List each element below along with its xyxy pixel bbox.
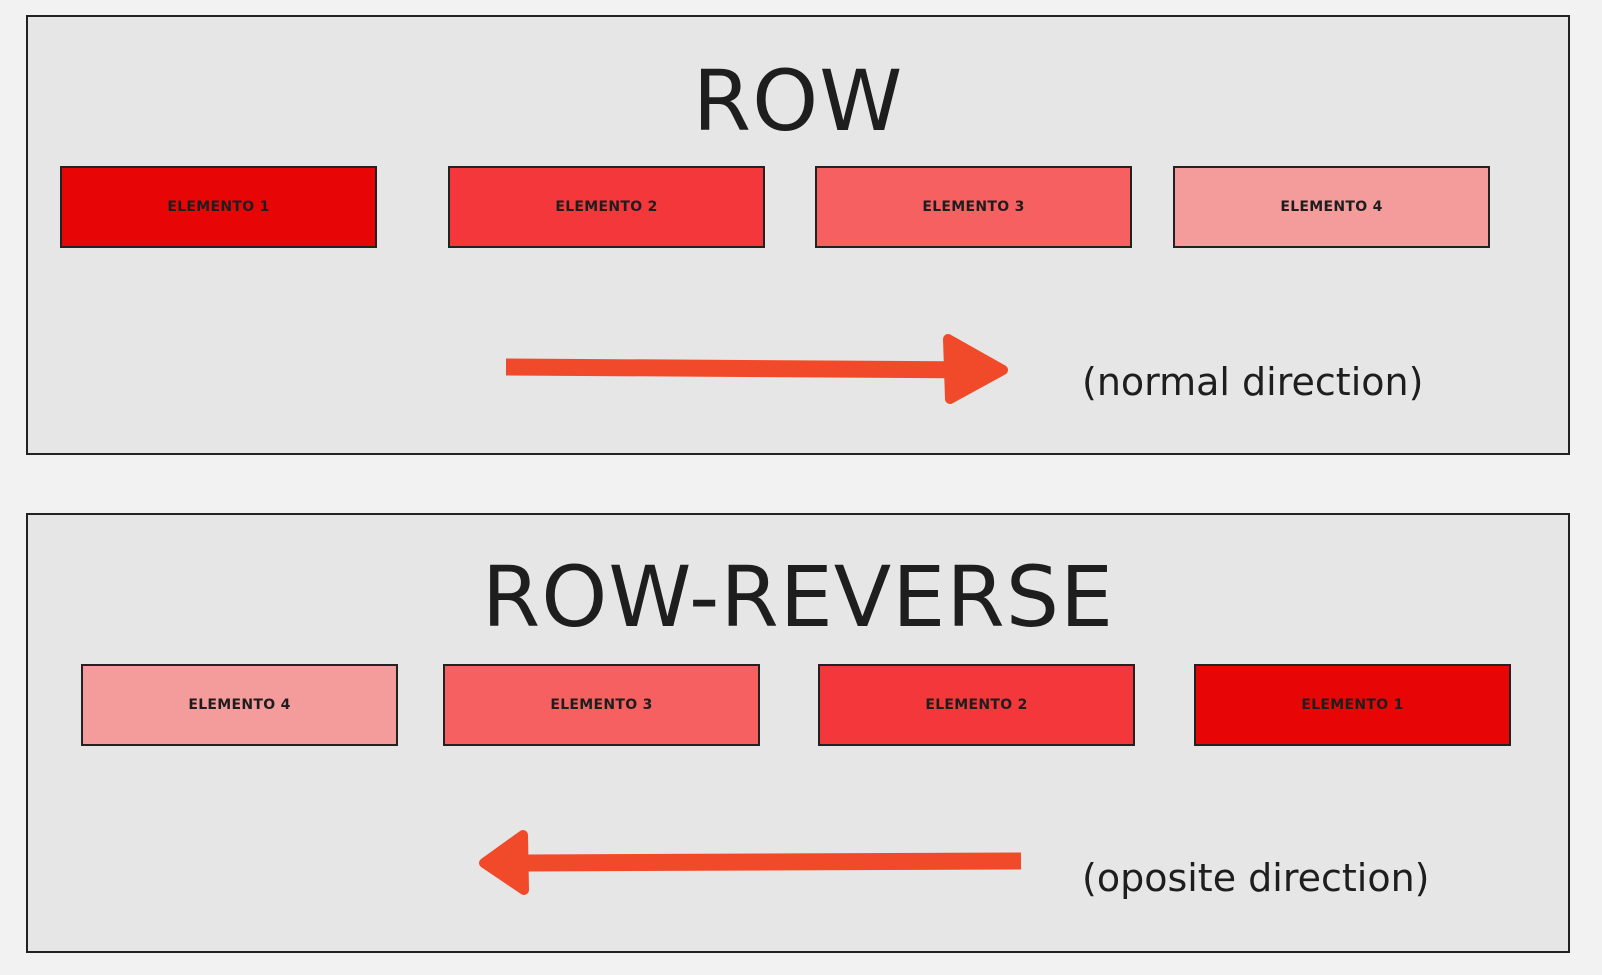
reverse-direction-note: (oposite direction): [1082, 856, 1430, 900]
row-box-4: ELEMENTO 4: [1173, 166, 1490, 248]
row-title: ROW: [692, 52, 904, 150]
row-reverse-panel: ROW-REVERSE ELEMENTO 4 ELEMENTO 3 ELEMEN…: [26, 513, 1570, 953]
row-box-3: ELEMENTO 3: [815, 166, 1132, 248]
reverse-box-1: ELEMENTO 4: [81, 664, 398, 746]
row-direction-note: (normal direction): [1082, 360, 1424, 404]
reverse-box-2: ELEMENTO 3: [443, 664, 760, 746]
row-reverse-title: ROW-REVERSE: [481, 548, 1115, 646]
row-panel: ROW ELEMENTO 1 ELEMENTO 2 ELEMENTO 3 ELE…: [26, 15, 1570, 455]
row-box-2: ELEMENTO 2: [448, 166, 765, 248]
right-arrow-shape: [505, 334, 1008, 404]
reverse-box-3: ELEMENTO 2: [818, 664, 1135, 746]
reverse-box-4: ELEMENTO 1: [1194, 664, 1511, 746]
left-arrow-shape: [479, 830, 1022, 895]
row-box-1: ELEMENTO 1: [60, 166, 377, 248]
